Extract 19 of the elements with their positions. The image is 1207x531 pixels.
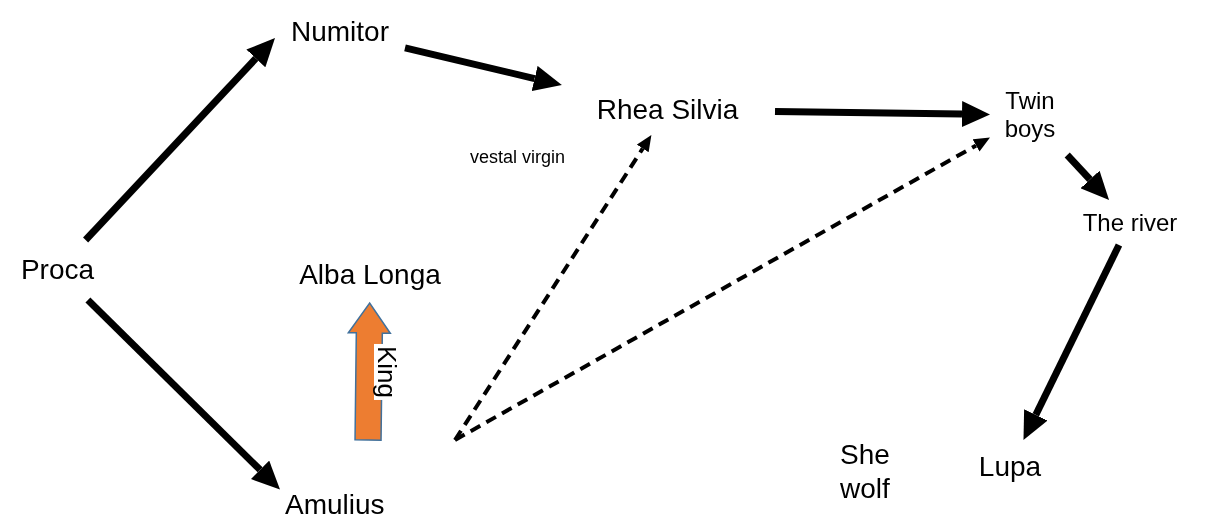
node-label: Amulius <box>285 489 385 522</box>
dashed-arrow <box>454 137 990 442</box>
node-caption: She wolf <box>840 438 891 506</box>
node-label: Numitor <box>291 16 389 49</box>
arrow <box>85 297 280 490</box>
node-caption: vestal virgin <box>470 147 567 169</box>
dashed-arrow <box>453 135 652 442</box>
node-label: Alba Longa <box>299 259 441 292</box>
node-label: Rhea Silvia <box>596 93 739 127</box>
arrow <box>404 44 562 92</box>
node-label: Lupa <box>978 451 1042 484</box>
edge-label: King <box>373 343 400 400</box>
node-label: The river <box>1082 208 1178 237</box>
arrow <box>774 101 990 128</box>
arrow <box>83 38 275 243</box>
arrow <box>1023 243 1123 440</box>
arrow <box>1064 152 1110 200</box>
node-label: Proca <box>20 253 95 287</box>
node-label: Twin boys <box>1003 87 1057 143</box>
